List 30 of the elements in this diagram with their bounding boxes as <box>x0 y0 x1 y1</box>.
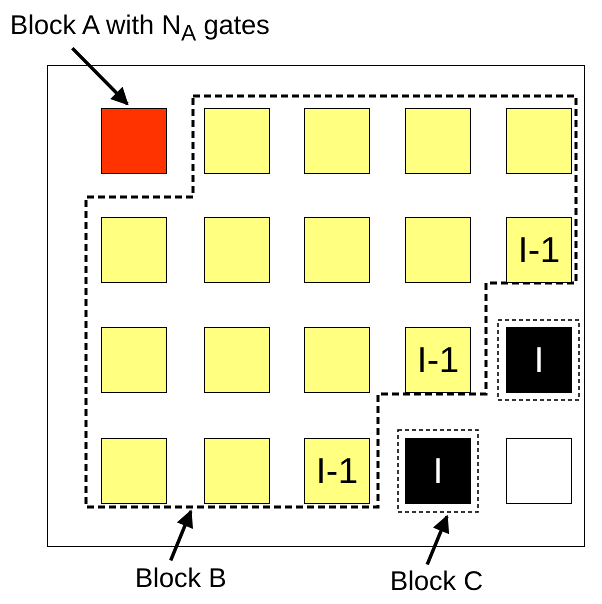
arrow <box>169 510 193 562</box>
gate-block: I <box>405 438 471 504</box>
gate-square <box>506 438 572 504</box>
caption-text: Block A with N$_{A}$ gates <box>10 12 270 45</box>
arrow <box>426 514 450 566</box>
gate-square <box>506 108 572 174</box>
gate-square <box>204 327 270 393</box>
gate-square <box>204 438 270 504</box>
caption-text: Block B <box>135 565 227 592</box>
gate-square <box>204 217 270 283</box>
gate-square <box>304 327 370 393</box>
gate-block: I-1 <box>405 327 471 393</box>
dashed-region <box>497 319 580 401</box>
gate-square <box>204 108 270 174</box>
gate-block: I-1 <box>304 438 370 504</box>
gate-block: I <box>506 327 572 393</box>
dashed-region <box>86 96 576 507</box>
gate-square <box>101 438 167 504</box>
chip-outline <box>47 65 585 547</box>
dashed-region <box>397 429 479 513</box>
gate-square <box>101 327 167 393</box>
gate-square <box>101 217 167 283</box>
arrow <box>71 46 129 106</box>
gate-square <box>101 108 167 174</box>
gate-block: I-1 <box>506 217 572 283</box>
caption-text: Block C <box>390 568 484 595</box>
gate-square <box>304 217 370 283</box>
gate-square <box>405 217 471 283</box>
gate-square <box>304 108 370 174</box>
gate-square <box>405 108 471 174</box>
